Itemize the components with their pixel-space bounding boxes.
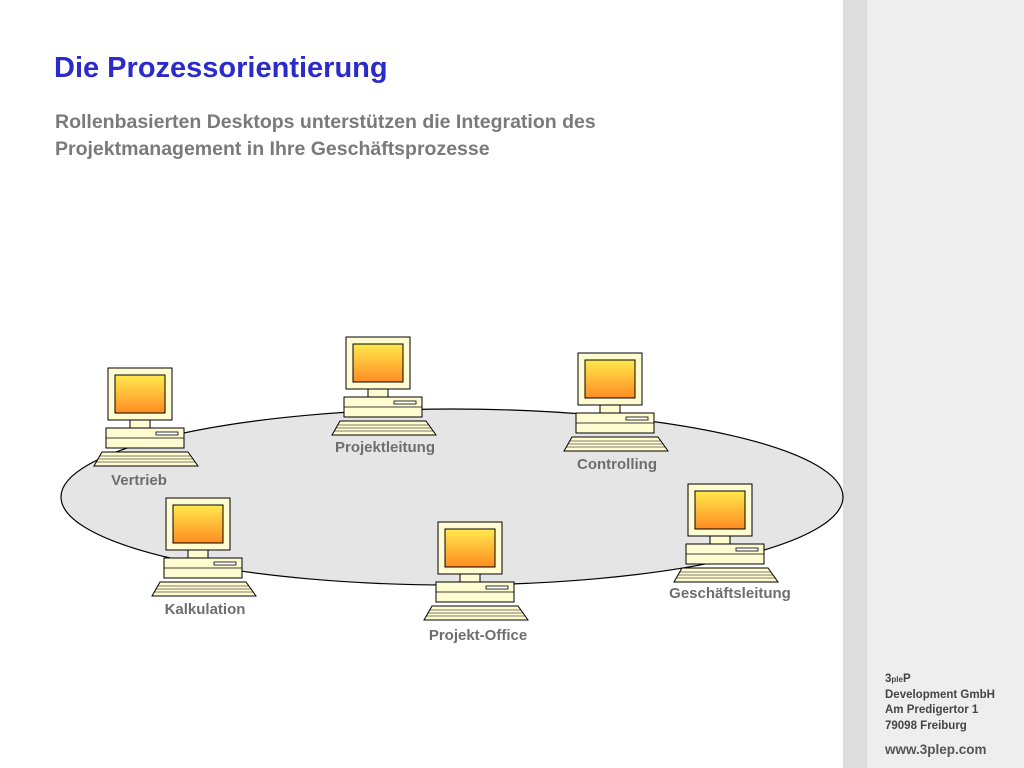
subtitle-line-2: Projektmanagement in Ihre Geschäftsproze… — [55, 138, 490, 160]
node-label-projekt-office: Projekt-Office — [428, 627, 528, 644]
sidebar-strip — [843, 0, 867, 768]
sidebar-panel — [867, 0, 1024, 768]
company-street: Am Predigertor 1 — [885, 704, 979, 716]
company-name: Development GmbH — [885, 688, 995, 701]
company-city: 79098 Freiburg — [885, 719, 967, 732]
company-logo: 3pleP — [885, 673, 911, 685]
node-label-vertrieb: Vertrieb — [111, 472, 167, 489]
company-address: 3pleP Development GmbH Am Predigertor 1 … — [885, 672, 995, 734]
node-label-controlling: Controlling — [577, 456, 657, 473]
slide-subtitle: Rollenbasierten Desktops unterstützen di… — [55, 109, 775, 163]
node-label-projektleitung: Projektleitung — [334, 439, 436, 456]
slide-title: Die Prozessorientierung — [54, 52, 388, 84]
node-label-geschaeftsleitung: Geschäftsleitung — [669, 585, 791, 602]
website-link[interactable]: www.3plep.com — [885, 742, 987, 757]
node-label-kalkulation: Kalkulation — [164, 601, 246, 618]
subtitle-line-1: Rollenbasierten Desktops unterstützen di… — [55, 111, 596, 133]
